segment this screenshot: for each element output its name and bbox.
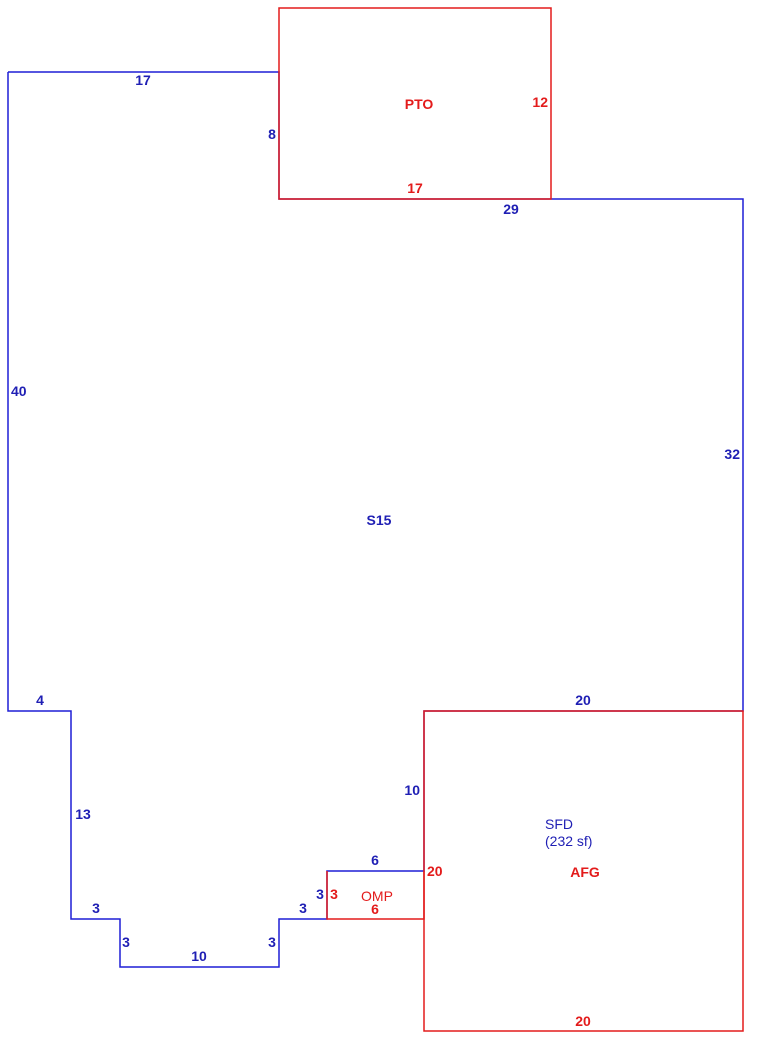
dim-label: 3	[268, 934, 276, 950]
dim-label: 12	[532, 94, 548, 110]
dim-label: 32	[724, 446, 740, 462]
dim-label: 40	[11, 383, 27, 399]
dim-label: 13	[75, 806, 91, 822]
garage-title: SFD	[545, 816, 573, 832]
dim-label: 6	[371, 852, 379, 868]
dim-label: 3	[330, 886, 338, 902]
dim-label: 3	[92, 900, 100, 916]
dim-label: 10	[191, 948, 207, 964]
dim-label: 10	[404, 782, 420, 798]
stoop-outline	[326, 871, 425, 920]
dim-label: 20	[575, 1013, 591, 1029]
dim-label: 17	[407, 180, 423, 196]
garage-code: AFG	[570, 864, 600, 880]
dim-label: 6	[371, 901, 379, 917]
main-area-code: S15	[367, 512, 392, 528]
dim-label: 17	[135, 72, 151, 88]
dim-label: 20	[575, 692, 591, 708]
porch-outline	[278, 7, 552, 200]
dim-label: 4	[36, 692, 44, 708]
dim-label: 20	[427, 863, 443, 879]
garage-area: (232 sf)	[545, 833, 592, 849]
dim-label: 3	[316, 886, 324, 902]
dim-label: 29	[503, 201, 519, 217]
porch-code: PTO	[405, 96, 434, 112]
dim-label: 3	[299, 900, 307, 916]
dim-label: 8	[268, 126, 276, 142]
stoop-code: OMP	[361, 888, 393, 904]
dim-label: 3	[122, 934, 130, 950]
